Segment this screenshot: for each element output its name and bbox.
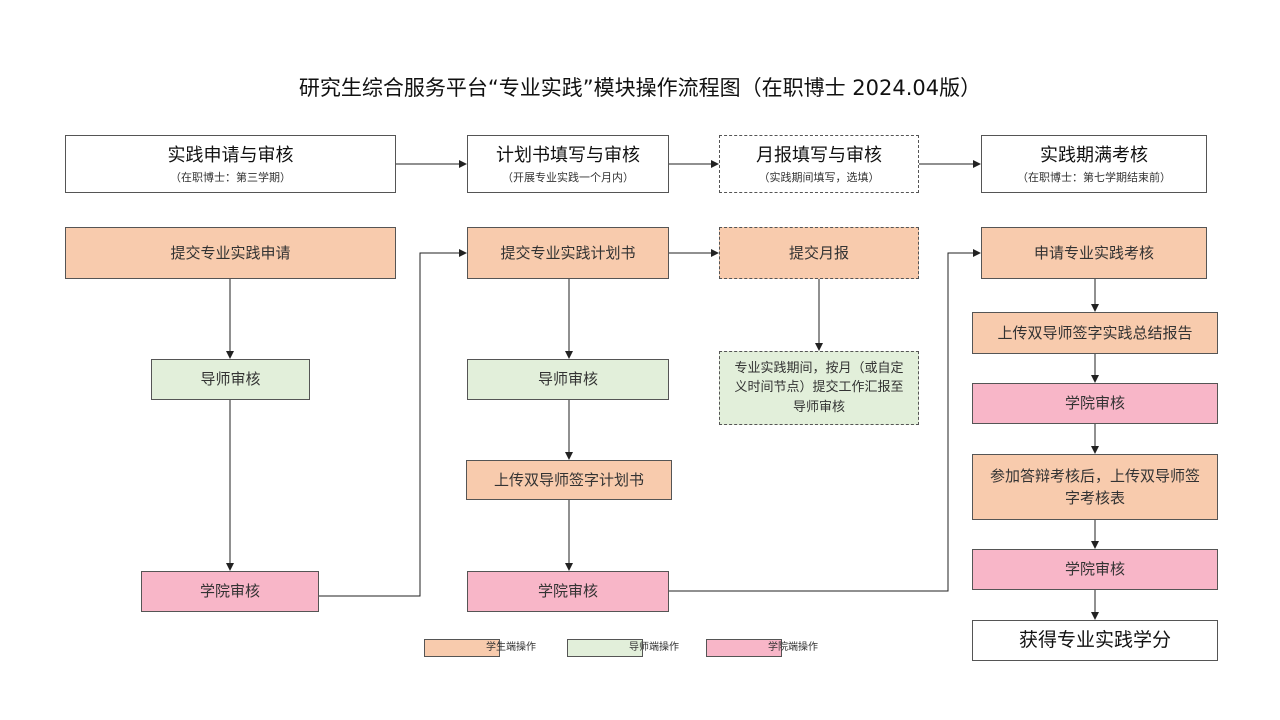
legend-label-student: 学生端操作 [486,642,536,653]
node-label: 提交月报 [788,243,849,262]
advisor-review-node: 导师审核 [151,359,310,400]
node-label: 参加答辩考核后，上传双导师签字考核表 [989,466,1200,508]
arrow-c1-to-c2 [319,249,467,597]
legend-label-college: 学院端操作 [768,642,818,653]
phase-title: 月报填写与审核 [756,144,882,166]
node-label: 提交专业实践申请 [170,243,291,262]
node-label: 上传双导师签字实践总结报告 [997,323,1193,342]
phase-application: 实践申请与审核 （在职博士：第三学期） [65,135,396,193]
page-title: 研究生综合服务平台“专业实践”模块操作流程图（在职博士 2024.04版） [298,76,982,100]
phase-subtitle: （在职博士：第七学期结束前） [1017,170,1171,184]
phase-title: 计划书填写与审核 [496,144,640,166]
phase-title: 实践期满考核 [1040,144,1148,166]
node-label: 导师审核 [537,370,598,389]
phase-subtitle: （在职博士：第三学期） [170,170,291,184]
legend-swatch-advisor [567,639,643,657]
phase-monthly-report: 月报填写与审核 （实践期间填写，选填） [719,135,919,193]
submit-plan-node: 提交专业实践计划书 [467,227,669,279]
legend-swatch-student [424,639,500,657]
phase-title: 实践申请与审核 [167,144,294,166]
node-label: 上传双导师签字计划书 [493,470,644,489]
phase-plan: 计划书填写与审核 （开展专业实践一个月内） [467,135,669,193]
advisor-review-node: 导师审核 [467,359,669,400]
college-review-node: 学院审核 [972,383,1218,424]
phase-final-assessment: 实践期满考核 （在职博士：第七学期结束前） [981,135,1207,193]
upload-summary-report-node: 上传双导师签字实践总结报告 [972,312,1218,354]
college-review-node: 学院审核 [972,549,1218,590]
node-label: 获得专业实践学分 [1018,629,1171,652]
college-review-node: 学院审核 [141,571,319,612]
node-label: 学院审核 [199,582,260,601]
upload-signed-plan-node: 上传双导师签字计划书 [466,460,672,500]
upload-assessment-form-node: 参加答辩考核后，上传双导师签字考核表 [972,454,1218,520]
arrow-c2-to-c4 [669,249,981,592]
monthly-report-note: 专业实践期间，按月（或自定义时间节点）提交工作汇报至导师审核 [719,351,919,425]
college-review-node: 学院审核 [467,571,669,612]
node-label: 专业实践期间，按月（或自定义时间节点）提交工作汇报至导师审核 [734,360,904,415]
node-label: 学院审核 [537,582,598,601]
node-label: 提交专业实践计划书 [500,243,636,262]
phase-subtitle: （实践期间填写，选填） [758,170,880,184]
legend-swatch-college [706,639,782,657]
phase-subtitle: （开展专业实践一个月内） [502,170,634,184]
node-label: 导师审核 [200,370,261,389]
legend-label-advisor: 导师端操作 [629,642,679,653]
submit-application-node: 提交专业实践申请 [65,227,396,279]
apply-assessment-node: 申请专业实践考核 [981,227,1207,279]
node-label: 学院审核 [1064,394,1125,413]
node-label: 申请专业实践考核 [1033,243,1154,262]
submit-monthly-report-node: 提交月报 [719,227,919,279]
earn-credits-node: 获得专业实践学分 [972,620,1218,661]
node-label: 学院审核 [1064,560,1125,579]
